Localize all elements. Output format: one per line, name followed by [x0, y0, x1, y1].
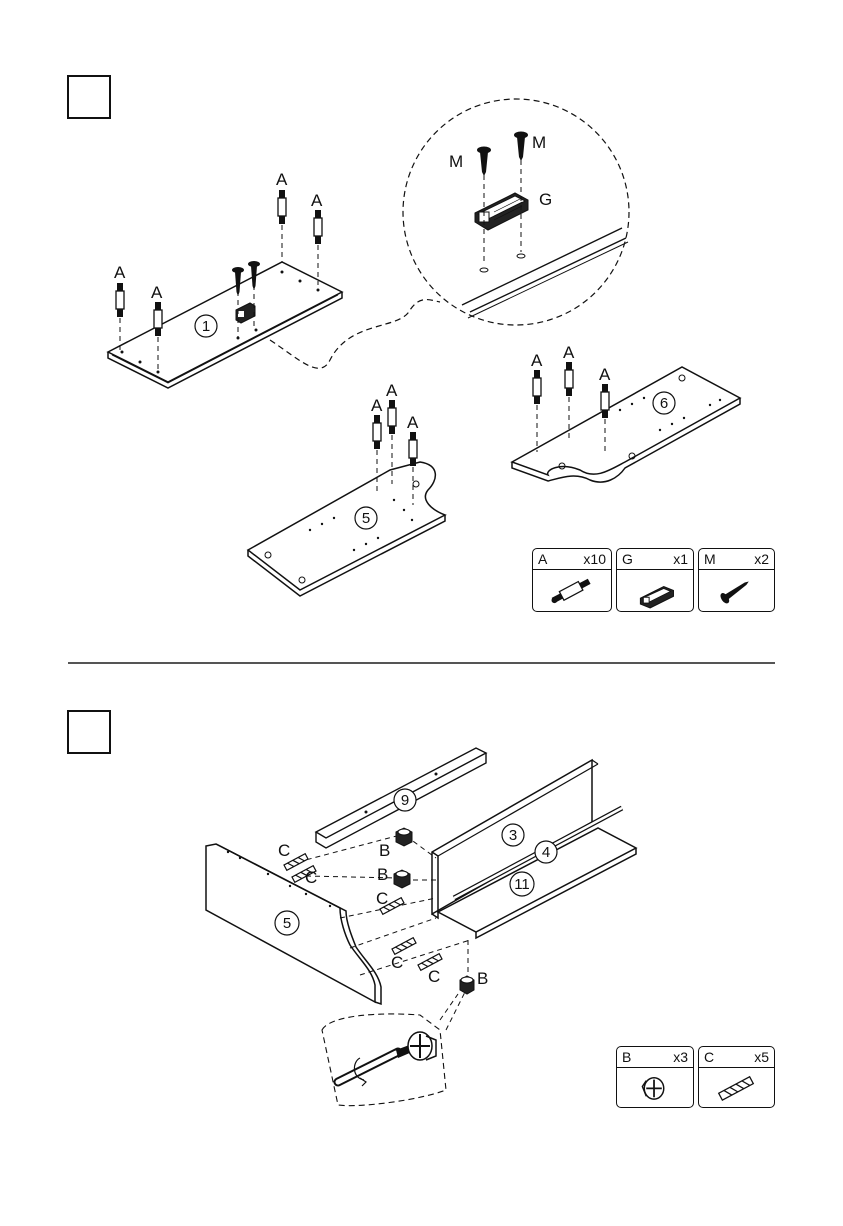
- dowel-a: [565, 362, 573, 396]
- label-a: A: [407, 413, 419, 432]
- label-g: G: [539, 190, 552, 209]
- label-b: B: [379, 841, 390, 860]
- cam-lock-b: [394, 870, 410, 888]
- hardware-code: A: [538, 549, 547, 569]
- label-a: A: [276, 170, 288, 189]
- label-c: C: [391, 953, 403, 972]
- label-a: A: [311, 191, 323, 210]
- rod-4-number: 4: [542, 844, 550, 861]
- wood-dowel-c: [292, 866, 316, 883]
- panel-5: [248, 462, 445, 596]
- hardware-qty: x1: [673, 549, 688, 569]
- label-a: A: [599, 365, 611, 384]
- dowel-a: [278, 190, 286, 224]
- rod-4: [454, 808, 622, 898]
- wood-dowel-c: [284, 854, 308, 871]
- screwdriver-detail: [322, 992, 465, 1106]
- magnet-catch-icon: [617, 569, 693, 612]
- hardware-code: B: [622, 1047, 631, 1067]
- label-c: C: [376, 889, 388, 908]
- panel-5-side-number: 5: [283, 915, 291, 932]
- label-b: B: [477, 969, 488, 988]
- detail-magnifier: M M G: [270, 99, 629, 368]
- screw-icon: [699, 569, 774, 612]
- wood-dowel-c: [418, 954, 442, 971]
- dowel-a: [601, 384, 609, 418]
- panel-5-side: [206, 844, 381, 1004]
- label-c: C: [428, 967, 440, 986]
- label-m: M: [532, 133, 546, 152]
- label-c: C: [278, 841, 290, 860]
- dowel-a: [314, 210, 322, 244]
- wood-dowel-c: [392, 938, 416, 955]
- panel-11-number: 11: [514, 876, 530, 893]
- dowel-a: [409, 432, 417, 466]
- hardware-qty: x2: [754, 549, 769, 569]
- panel-5-number: 5: [362, 510, 370, 527]
- panel-1-number: 1: [202, 318, 210, 335]
- label-a: A: [371, 396, 383, 415]
- hardware-qty: x10: [583, 549, 606, 569]
- panel-11: [438, 828, 636, 938]
- dowel-icon: [533, 569, 611, 612]
- label-a: A: [386, 381, 398, 400]
- hardware-code: M: [704, 549, 716, 569]
- hardware-qty: x5: [754, 1047, 769, 1067]
- section-divider: [68, 662, 775, 664]
- panel-3-number: 3: [509, 827, 517, 844]
- panel-1: [108, 262, 342, 388]
- label-c: C: [305, 868, 317, 887]
- label-a: A: [151, 283, 163, 302]
- hardware-qty: x3: [673, 1047, 688, 1067]
- wood-dowel-icon: [699, 1067, 774, 1108]
- panel-3: [432, 760, 598, 918]
- label-b: B: [377, 865, 388, 884]
- label-a: A: [563, 343, 575, 362]
- dowel-a: [388, 400, 396, 434]
- cam-lock-icon: [617, 1067, 693, 1108]
- step-2-number-box: [67, 710, 111, 754]
- panel-6-number: 6: [660, 395, 668, 412]
- wood-dowel-c: [380, 898, 404, 915]
- label-a: A: [114, 263, 126, 282]
- hardware-code: C: [704, 1047, 714, 1067]
- panel-9: [316, 748, 486, 848]
- dowel-a: [116, 283, 124, 317]
- panel-6: [512, 367, 740, 482]
- cam-lock-b: [396, 828, 412, 846]
- label-m: M: [449, 152, 463, 171]
- cam-lock-b: [460, 976, 474, 994]
- dowel-a: [373, 415, 381, 449]
- panel-9-number: 9: [401, 792, 409, 809]
- dowel-a: [154, 302, 162, 336]
- hardware-code: G: [622, 549, 633, 569]
- dowel-a: [533, 370, 541, 404]
- label-a: A: [531, 351, 543, 370]
